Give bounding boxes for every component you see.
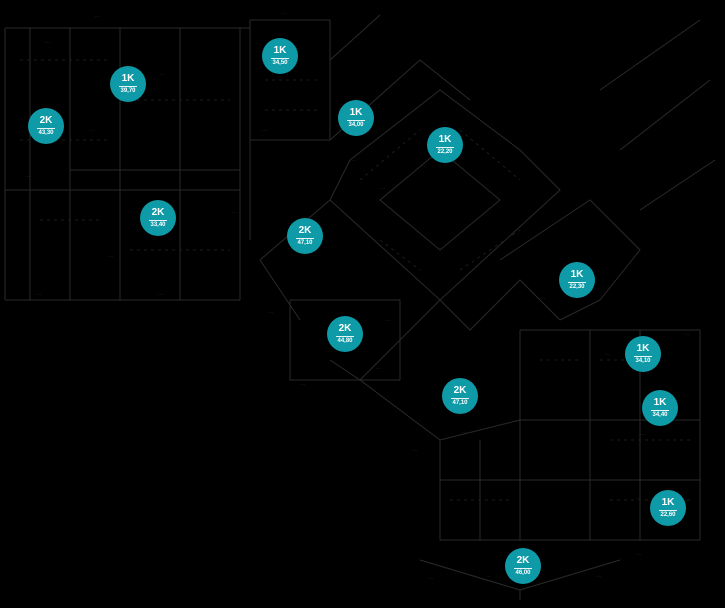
svg-text:···: ··· [95,14,100,20]
svg-text:···: ··· [605,352,610,358]
unit-marker[interactable]: 2K 47,10 [287,218,323,254]
unit-type: 2K [39,114,53,126]
unit-marker[interactable]: 2K 33,40 [140,200,176,236]
svg-text:···: ··· [596,574,601,580]
svg-text:···: ··· [25,174,30,180]
unit-area: 22,20 [437,148,453,155]
floor-plan-walls [4,14,716,600]
unit-type: 1K [653,396,667,408]
unit-marker[interactable]: 2K 47,10 [442,378,478,414]
svg-text:···: ··· [640,432,645,438]
svg-text:···: ··· [636,552,641,558]
unit-area: 34,10 [635,357,651,364]
unit-area: 43,30 [38,129,54,136]
svg-text:···: ··· [386,318,391,324]
unit-type: 2K [516,554,530,566]
svg-text:···: ··· [350,158,355,164]
unit-marker[interactable]: 1K 34,50 [262,38,298,74]
svg-text:···: ··· [45,40,50,46]
svg-text:···: ··· [300,382,305,388]
unit-area: 46,00 [515,569,531,576]
unit-marker[interactable]: 2K 43,30 [28,108,64,144]
unit-marker[interactable]: 2K 46,00 [505,548,541,584]
unit-type: 2K [151,206,165,218]
unit-type: 2K [453,384,467,396]
unit-divider [347,119,365,121]
svg-text:···: ··· [420,164,425,170]
svg-text:···: ··· [90,128,95,134]
unit-area: 47,10 [297,239,313,246]
unit-area: 22,30 [569,283,585,290]
unit-divider [651,409,669,411]
unit-divider [296,237,314,239]
unit-type: 1K [349,106,363,118]
svg-text:···: ··· [262,128,267,134]
svg-text:···: ··· [486,574,491,580]
unit-type: 1K [273,44,287,56]
unit-type: 1K [121,72,135,84]
unit-marker[interactable]: 1K 39,70 [110,66,146,102]
unit-marker[interactable]: 1K 34,00 [338,100,374,136]
unit-marker[interactable]: 1K 34,10 [625,336,661,372]
unit-area: 39,70 [120,87,136,94]
svg-text:···: ··· [268,310,273,316]
unit-area: 22,60 [660,511,676,518]
unit-area: 34,50 [272,59,288,66]
svg-text:···: ··· [158,292,163,298]
svg-text:···: ··· [232,210,237,216]
unit-area: 44,80 [337,337,353,344]
unit-divider [37,127,55,129]
unit-marker[interactable]: 1K 22,30 [559,262,595,298]
unit-area: 34,00 [348,121,364,128]
unit-area: 34,40 [652,411,668,418]
unit-type: 1K [438,133,452,145]
svg-text:···: ··· [636,496,641,502]
svg-text:···: ··· [684,332,689,338]
unit-divider [119,85,137,87]
svg-text:···: ··· [36,292,41,298]
unit-type: 2K [338,322,352,334]
unit-divider [336,335,354,337]
unit-marker[interactable]: 1K 22,20 [427,127,463,163]
dimension-labels: ··· ··· ··· ··· ··· ··· ··· ··· ··· ··· … [25,11,689,582]
unit-type: 1K [661,496,675,508]
unit-type: 1K [636,342,650,354]
unit-divider [514,567,532,569]
unit-marker[interactable]: 1K 22,60 [650,490,686,526]
unit-divider [436,146,454,148]
svg-text:···: ··· [428,576,433,582]
svg-text:···: ··· [282,11,287,17]
unit-area: 47,10 [452,399,468,406]
unit-divider [271,57,289,59]
unit-divider [149,219,167,221]
svg-text:···: ··· [380,186,385,192]
unit-type: 2K [298,224,312,236]
svg-text:···: ··· [376,366,381,372]
svg-text:···: ··· [412,448,417,454]
svg-text:···: ··· [462,430,467,436]
svg-text:···: ··· [160,72,165,78]
unit-type: 1K [570,268,584,280]
unit-divider [451,397,469,399]
unit-marker[interactable]: 1K 34,40 [642,390,678,426]
svg-text:···: ··· [540,296,545,302]
svg-text:···: ··· [108,254,113,260]
unit-marker[interactable]: 2K 44,80 [327,316,363,352]
unit-divider [634,355,652,357]
unit-divider [568,281,586,283]
unit-divider [659,509,677,511]
unit-area: 33,40 [150,221,166,228]
